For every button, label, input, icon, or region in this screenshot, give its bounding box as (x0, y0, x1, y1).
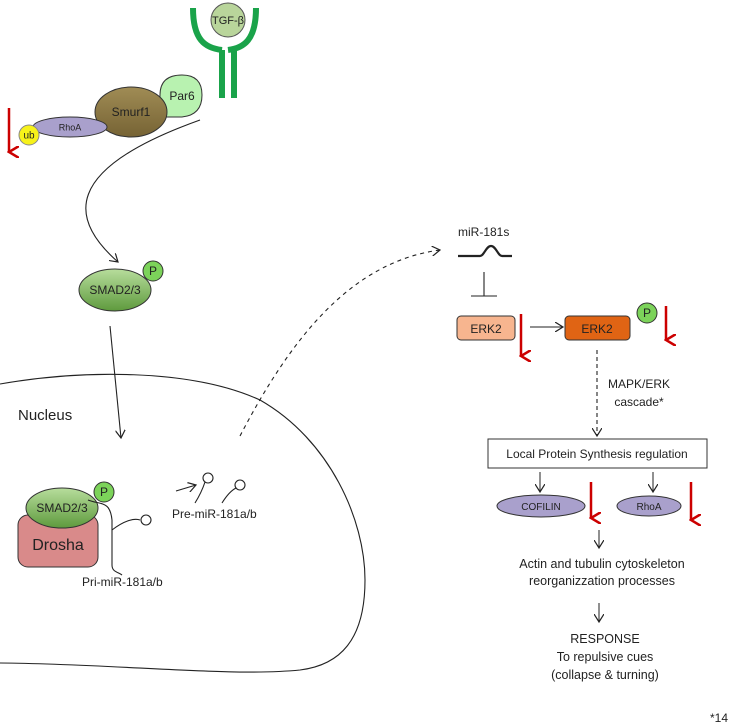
pri-mirna-loop (140, 514, 152, 526)
tgf-beta-ligand: TGF-β (210, 2, 246, 38)
mirna-label: miR-181s (458, 225, 509, 239)
erk2-inactive-label: ERK2 (470, 322, 502, 336)
pri-to-pre-arrow (175, 485, 196, 491)
nucleus-smad-label: SMAD2/3 (36, 501, 88, 515)
pri-mirna-strand (87, 499, 123, 576)
ub-label: ub (23, 131, 35, 142)
receptor-to-smad-arrow (85, 119, 201, 262)
smurf1-label: Smurf1 (112, 105, 151, 119)
pri-mirna-label: Pri-miR-181a/b (82, 575, 163, 589)
ubiquitin-shape (18, 124, 40, 146)
nucleus-phospho-icon (93, 481, 115, 503)
drosha-label: Drosha (32, 537, 84, 554)
erk2-phospho-label: P (643, 306, 651, 320)
smad-to-nucleus-arrow (109, 325, 121, 438)
erk2-active: ERK2 P (564, 302, 658, 341)
smad-shape (78, 268, 152, 312)
erk2-inactive: ERK2 (456, 315, 516, 341)
pre-mirna-hairpin-1 (194, 481, 206, 504)
pri-mirna-hairpin (111, 518, 141, 531)
cofilin-shape (496, 494, 586, 518)
smurf1-complex: Par6 Smurf1 RhoA ub (18, 74, 203, 146)
cofilin-label: COFILIN (521, 502, 560, 513)
drosha-complex: Drosha SMAD2/3 P (17, 481, 115, 568)
rhoa-target-shape (616, 495, 682, 517)
tgf-beta-label: TGF-β (212, 15, 244, 27)
cascade-label-line2: cascade* (614, 395, 664, 409)
mirna-symbol (458, 244, 512, 258)
response-line2: (collapse & turning) (551, 668, 659, 682)
response-title: RESPONSE (570, 632, 639, 646)
outcome-line1: Actin and tubulin cytoskeleton (519, 557, 684, 571)
erk2-phospho-icon (636, 302, 658, 324)
protein-synthesis-box (487, 438, 708, 469)
erk2-active-label: ERK2 (581, 322, 613, 336)
smurf1-shape (94, 86, 168, 138)
cascade-label-line1: MAPK/ERK (608, 377, 670, 391)
par6-label: Par6 (169, 89, 195, 103)
erk2-inactive-box (456, 315, 516, 341)
outcome-line2: reorganizzation processes (529, 574, 675, 588)
protein-synthesis-label: Local Protein Synthesis regulation (506, 447, 687, 461)
nucleus-membrane (0, 373, 366, 673)
smad-label: SMAD2/3 (89, 283, 141, 297)
phospho-icon (142, 260, 164, 282)
nucleus-label: Nucleus (18, 407, 72, 424)
pre-mirna-label: Pre-miR-181a/b (172, 507, 257, 521)
phospho-label: P (149, 264, 157, 278)
nucleus-phospho-label: P (100, 485, 108, 499)
erk2-active-box (564, 315, 631, 341)
export-dashed-arrow (239, 250, 440, 437)
par6-shape (159, 74, 203, 118)
rhoa-label: RhoA (59, 123, 82, 133)
tgf-beta-receptor (190, 7, 259, 98)
footnote: *14 (710, 711, 728, 725)
nucleus-smad-shape (25, 487, 99, 529)
response-line1: To repulsive cues (557, 650, 654, 664)
pre-mirna-hairpin-2 (221, 487, 237, 504)
smad-cytoplasm: SMAD2/3 P (78, 260, 164, 312)
rhoa-target-label: RhoA (636, 502, 661, 513)
